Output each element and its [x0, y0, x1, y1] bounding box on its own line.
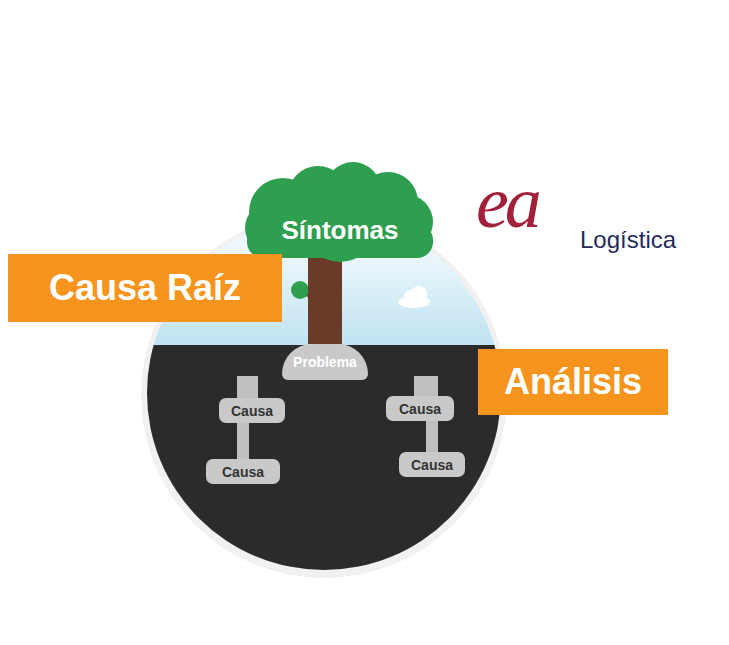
tree-canopy: Síntomas — [243, 166, 437, 258]
node-label: Causa Raíz — [49, 267, 241, 309]
cause-box: Causa — [399, 452, 465, 477]
node-label: Problema — [293, 354, 357, 370]
cause-label: Causa — [222, 464, 264, 480]
logo-word: Logística — [580, 226, 676, 254]
root-line — [414, 376, 426, 396]
cause-label: Causa — [231, 403, 273, 419]
symptom-label: Síntomas — [281, 215, 398, 246]
cause-box: Causa — [206, 459, 280, 484]
small-leaf — [291, 281, 309, 299]
node-label: Análisis — [504, 361, 642, 403]
tree-trunk — [308, 254, 342, 344]
title-box: Causa Raíz — [8, 254, 282, 322]
cause-box: Causa — [386, 396, 454, 421]
ground — [140, 345, 510, 585]
cause-box: Causa — [219, 398, 285, 423]
cloud — [398, 286, 430, 308]
problem-bulb: Problema — [282, 344, 368, 380]
cause-label: Causa — [411, 457, 453, 473]
title-box: Análisis — [478, 349, 668, 415]
logo-mark: ea — [476, 160, 538, 245]
cause-label: Causa — [399, 401, 441, 417]
